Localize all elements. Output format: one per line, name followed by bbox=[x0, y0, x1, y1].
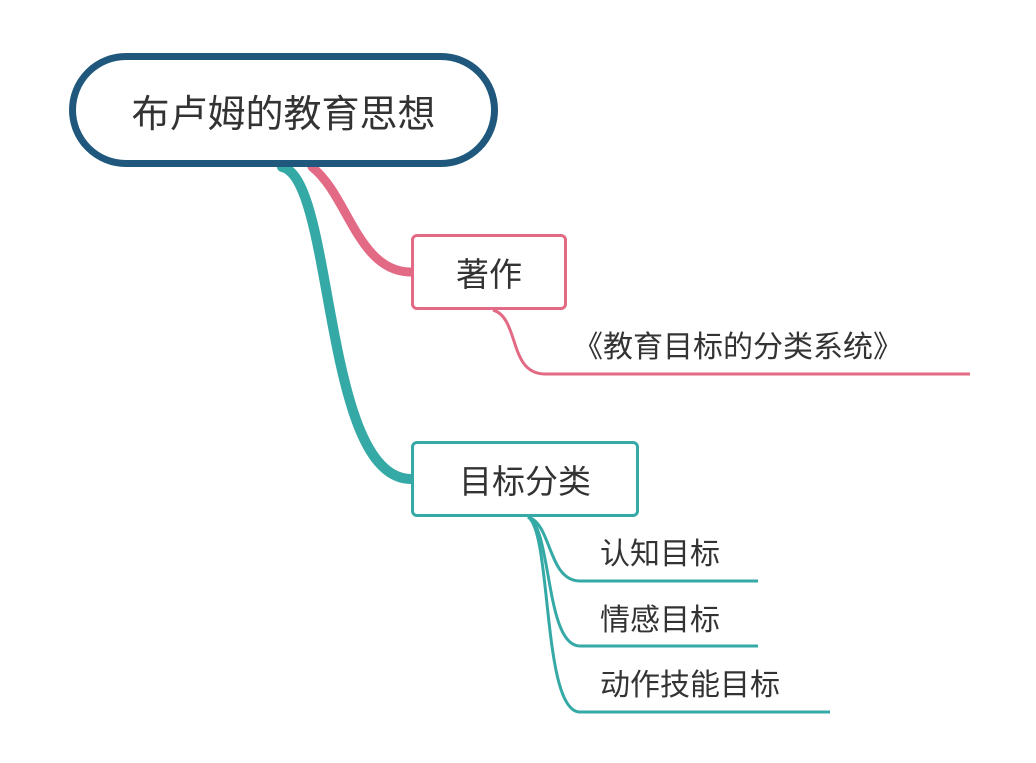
connector-to-cognitive bbox=[527, 515, 758, 583]
connector-to-affective bbox=[527, 515, 758, 648]
connector-works-to-book bbox=[492, 308, 970, 376]
central-topic[interactable]: 布卢姆的教育思想 bbox=[69, 53, 498, 167]
subtopic-book-title-label: 《教育目标的分类系统》 bbox=[573, 330, 903, 365]
central-topic-label: 布卢姆的教育思想 bbox=[131, 91, 436, 136]
subtopic-psychomotor-label: 动作技能目标 bbox=[600, 668, 780, 703]
subtopic-affective-label: 情感目标 bbox=[600, 603, 720, 638]
subtopic-cognitive-label: 认知目标 bbox=[600, 537, 720, 572]
subtopic-affective[interactable]: 情感目标 bbox=[600, 606, 720, 636]
connector-root-to-classification bbox=[277, 162, 416, 484]
topic-classification-label: 目标分类 bbox=[459, 462, 591, 501]
subtopic-book-title[interactable]: 《教育目标的分类系统》 bbox=[573, 333, 903, 363]
connector-root-to-works bbox=[307, 162, 416, 277]
topic-works[interactable]: 著作 bbox=[411, 234, 567, 310]
connector-to-psychomotor bbox=[526, 515, 830, 714]
topic-classification[interactable]: 目标分类 bbox=[411, 441, 639, 517]
subtopic-cognitive[interactable]: 认知目标 bbox=[600, 540, 720, 570]
subtopic-psychomotor[interactable]: 动作技能目标 bbox=[600, 671, 780, 701]
topic-works-label: 著作 bbox=[456, 255, 522, 294]
